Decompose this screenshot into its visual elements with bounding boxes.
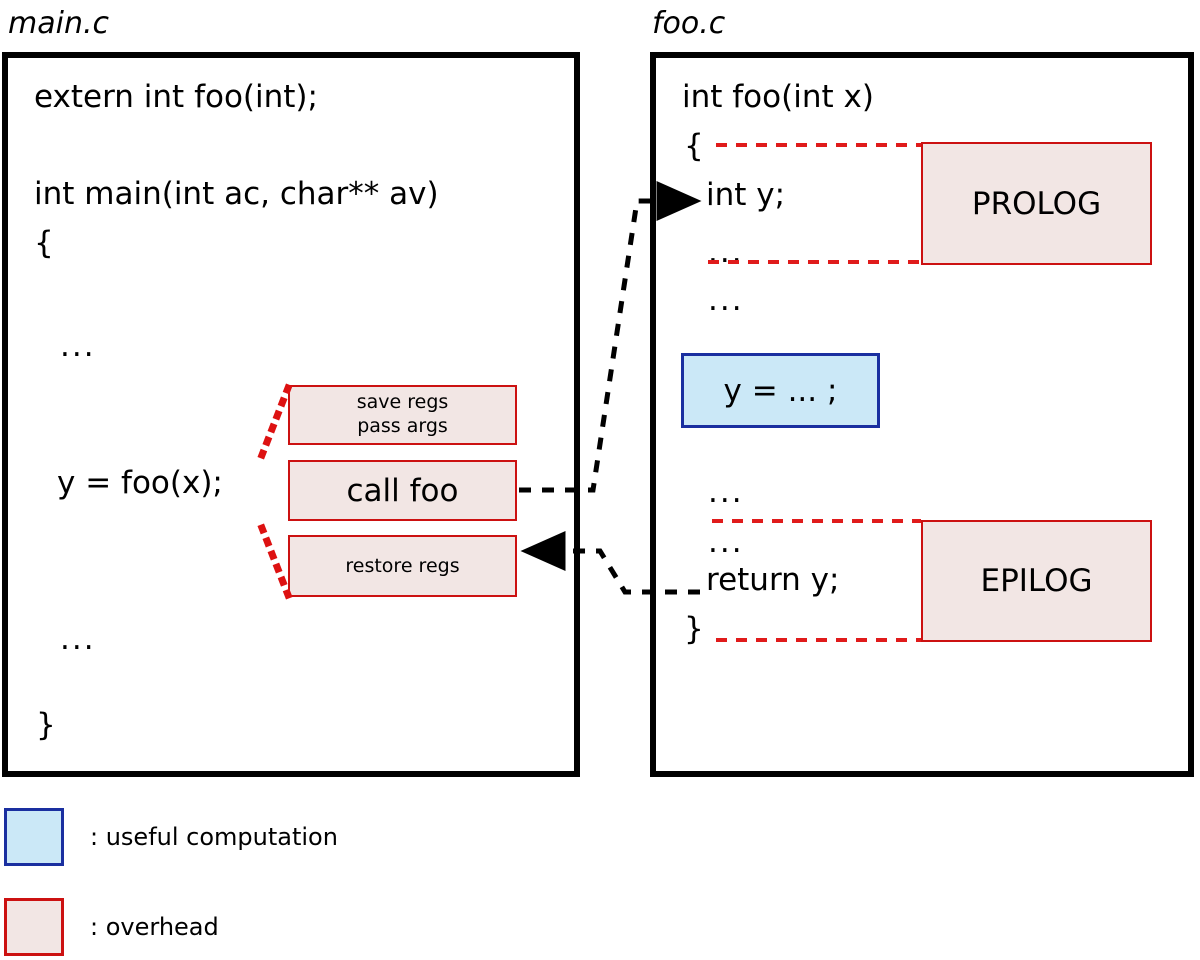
overhead-box-save-regs-line2: pass args — [357, 415, 448, 437]
legend-label-useful: : useful computation — [90, 823, 338, 851]
code-line-main-dots-bottom: ... — [60, 621, 96, 657]
overhead-box-save-regs: save regs pass args — [288, 385, 517, 445]
file-caption-foo: foo.c — [652, 6, 726, 41]
legend-item-useful: : useful computation — [4, 808, 338, 866]
code-line-call-statement: y = foo(x); — [57, 465, 223, 501]
code-line-main-dots-top: ... — [60, 328, 96, 364]
code-line-extern-decl: extern int foo(int); — [34, 79, 318, 115]
legend-item-overhead: : overhead — [4, 898, 219, 956]
file-caption-main: main.c — [8, 6, 109, 41]
overhead-box-prolog: PROLOG — [921, 142, 1152, 265]
legend-label-overhead: : overhead — [90, 913, 219, 941]
code-line-foo-open-brace: { — [684, 128, 704, 164]
code-line-foo-signature: int foo(int x) — [682, 79, 874, 115]
code-line-foo-dots-prolog: ... — [708, 234, 744, 270]
code-line-foo-dots-after-prolog: ... — [708, 282, 744, 318]
code-line-declare-y: int y; — [706, 177, 786, 213]
code-line-foo-close-brace: } — [684, 611, 704, 647]
code-line-return-statement: return y; — [706, 562, 840, 598]
overhead-box-epilog: EPILOG — [921, 520, 1152, 642]
legend-swatch-useful — [4, 808, 64, 866]
useful-computation-box: y = ... ; — [681, 353, 880, 428]
code-line-main-signature: int main(int ac, char** av) — [34, 176, 439, 212]
code-line-foo-dots-before-epilog: ... — [708, 474, 744, 510]
overhead-box-save-regs-line1: save regs — [356, 391, 449, 414]
legend-swatch-overhead — [4, 898, 64, 956]
overhead-box-restore-regs: restore regs — [288, 535, 517, 597]
overhead-box-call-foo: call foo — [288, 460, 517, 521]
code-line-main-open-brace: { — [34, 225, 54, 261]
code-line-foo-dots-epilog: ... — [708, 524, 744, 560]
code-line-main-close-brace: } — [36, 707, 56, 743]
